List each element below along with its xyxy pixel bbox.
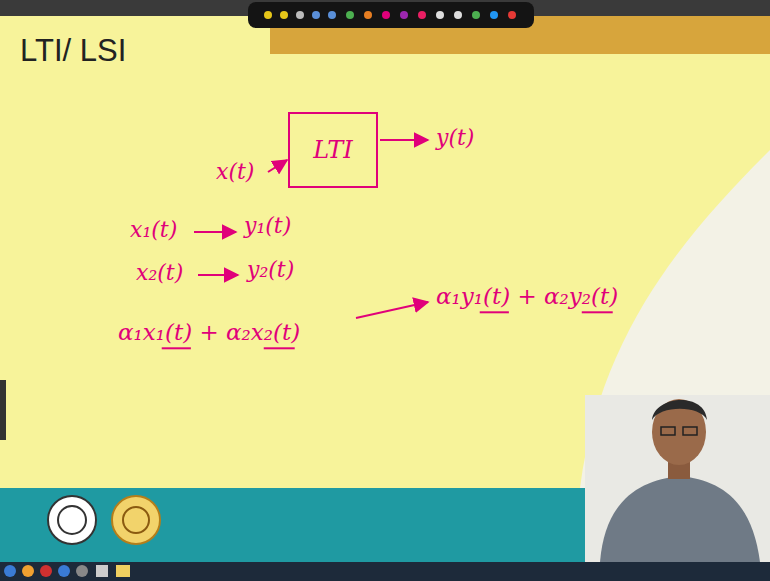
institute-logos xyxy=(48,496,160,544)
output-arrow xyxy=(380,139,428,141)
map-arrow xyxy=(194,231,236,233)
signal-expression: α₁x₁(t) + α₂x₂(t) xyxy=(118,320,300,345)
underline xyxy=(264,347,295,349)
box-label: LTI xyxy=(313,136,352,164)
map-arrow xyxy=(198,274,238,276)
signal-arrows xyxy=(194,140,428,318)
signal-expression: x₂(t) xyxy=(136,261,183,285)
signal-expression: α₁y₁(t) + α₂y₂(t) xyxy=(436,284,618,309)
toolbar-icons xyxy=(264,11,516,19)
system-box: LTI xyxy=(288,112,378,188)
input-arrow xyxy=(268,160,287,172)
underline xyxy=(480,311,509,313)
signal-expression: y(t) xyxy=(436,126,474,150)
signal-expression: y₁(t) xyxy=(244,214,291,238)
signal-expression: y₂(t) xyxy=(247,258,294,282)
taskbar-icons xyxy=(4,565,130,577)
pen-toolbar xyxy=(248,2,534,28)
taskbar xyxy=(0,562,770,581)
underline xyxy=(162,347,191,349)
side-tab xyxy=(0,380,6,440)
signal-expression: x(t) xyxy=(216,160,254,184)
signal-expression: x₁(t) xyxy=(130,218,177,242)
map-arrow xyxy=(356,302,428,318)
underline xyxy=(582,311,613,313)
slide-title: LTI/ LSI xyxy=(20,33,126,69)
presenter-video xyxy=(585,395,770,562)
